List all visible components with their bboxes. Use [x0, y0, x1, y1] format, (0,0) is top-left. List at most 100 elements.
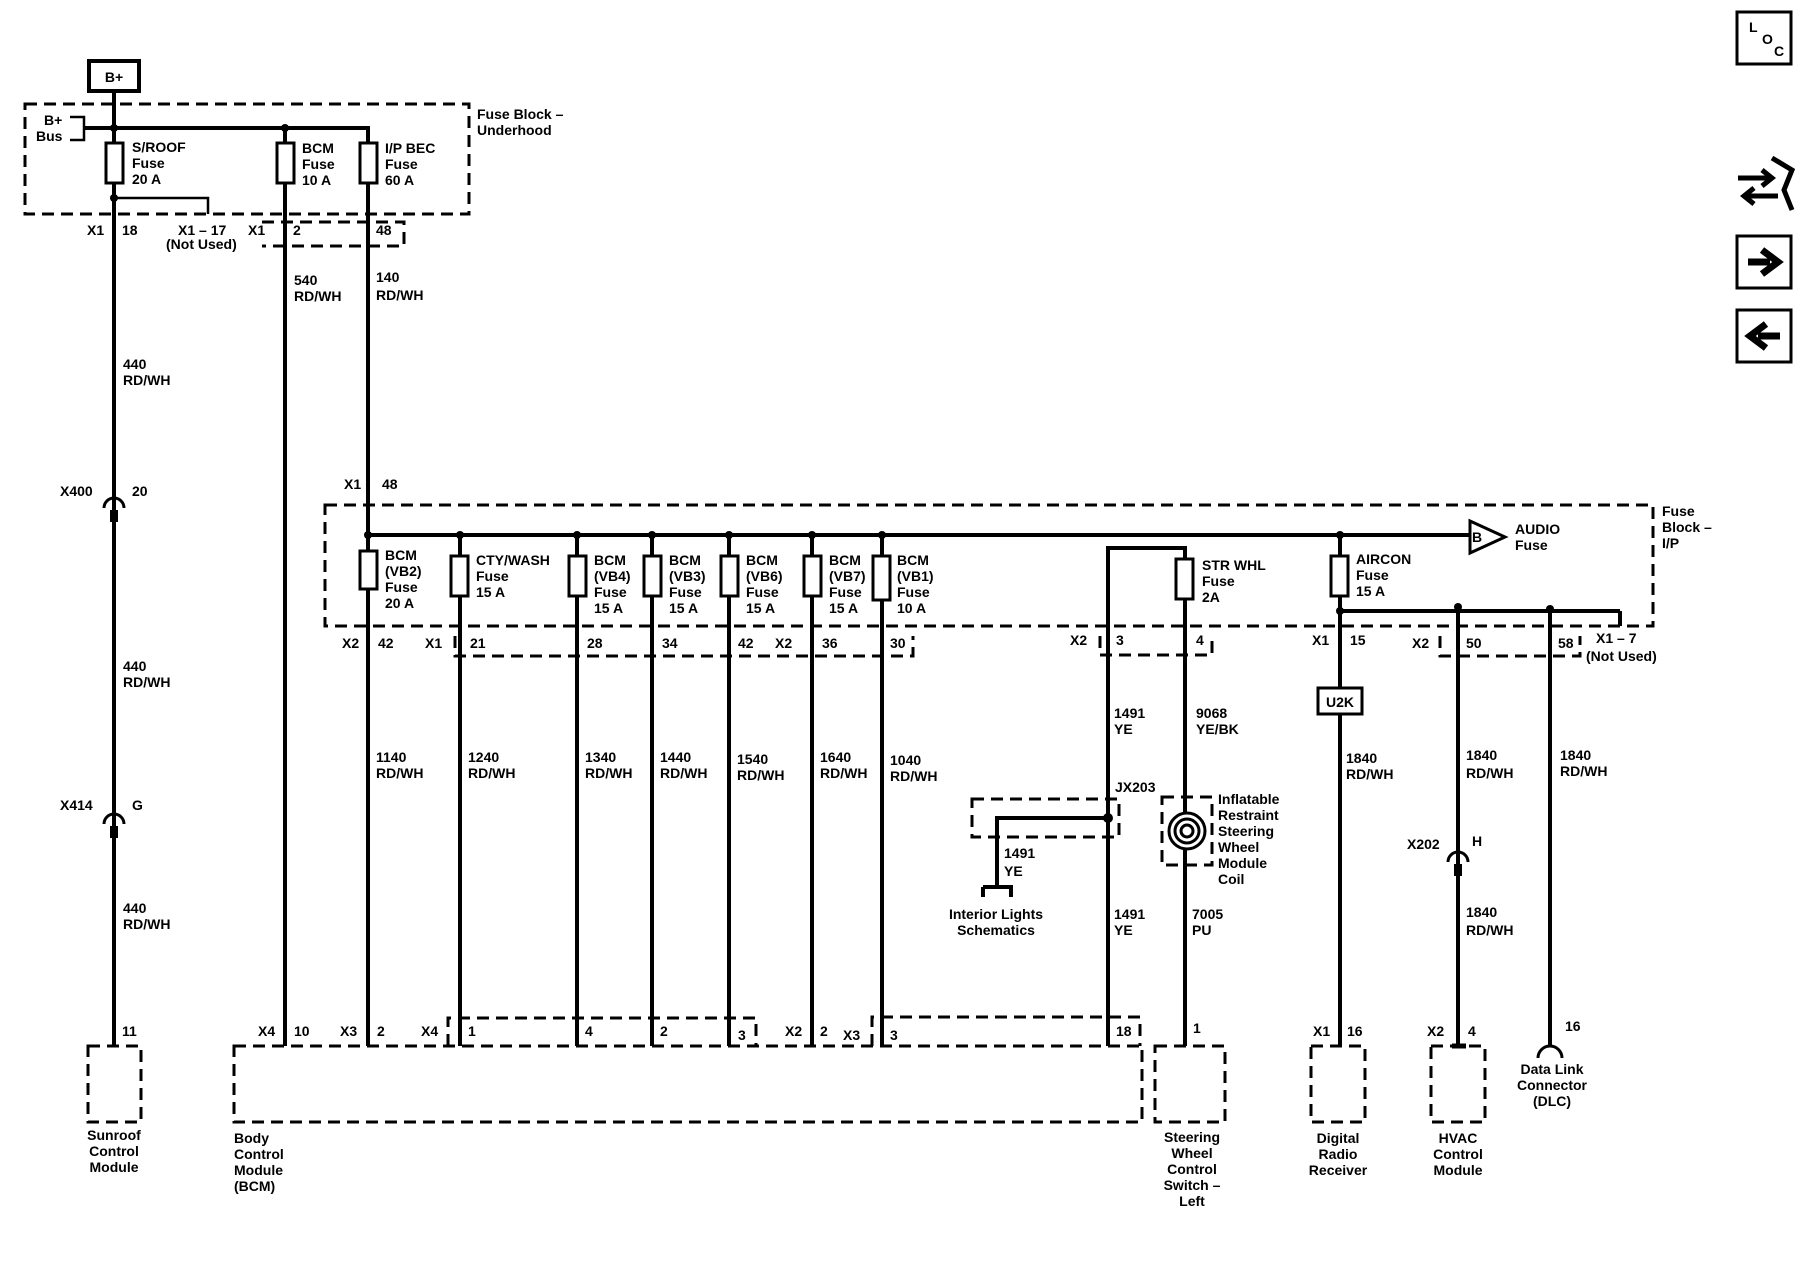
- body-control-module: [232, 1044, 1144, 1124]
- location-view-button[interactable]: L O C: [1735, 10, 1793, 66]
- svg-text:11: 11: [122, 1023, 137, 1039]
- fuse-aircon: [1329, 554, 1350, 598]
- fuse-bcm-vb2: [358, 549, 379, 591]
- arrow-right-icon: [1748, 247, 1784, 277]
- connector-view-button[interactable]: [1738, 155, 1796, 211]
- fuse-bcm-vb6: [719, 554, 740, 598]
- svg-text:X202: X202: [1407, 836, 1440, 852]
- svg-text:3: 3: [738, 1027, 746, 1043]
- arrow-left-icon: [1744, 321, 1780, 351]
- svg-text:4: 4: [1196, 632, 1204, 648]
- svg-text:4: 4: [585, 1023, 593, 1039]
- svg-text:48: 48: [382, 476, 398, 492]
- svg-text:X400: X400: [60, 483, 93, 499]
- svg-text:48: 48: [376, 222, 392, 238]
- hvac-control-module: [1429, 1044, 1487, 1124]
- svg-text:X1: X1: [1313, 1023, 1330, 1039]
- svg-text:X1: X1: [248, 222, 265, 238]
- svg-text:C: C: [1774, 43, 1784, 59]
- sunroof-control-module: [86, 1044, 143, 1124]
- svg-text:H: H: [1472, 833, 1482, 849]
- svg-text:50: 50: [1466, 635, 1482, 651]
- svg-text:JX203: JX203: [1115, 779, 1156, 795]
- inline-connector-x202: [1446, 850, 1470, 876]
- svg-text:U2K: U2K: [1326, 694, 1354, 710]
- fuse-str-whl: [1174, 557, 1195, 601]
- svg-text:2: 2: [293, 222, 301, 238]
- fuse-block-ip: [323, 503, 1655, 628]
- svg-text:X2: X2: [785, 1023, 802, 1039]
- svg-text:42: 42: [378, 635, 394, 651]
- svg-text:X4: X4: [258, 1023, 275, 1039]
- svg-text:X1: X1: [425, 635, 442, 651]
- svg-text:X1 – 7: X1 – 7: [1596, 630, 1637, 646]
- svg-text:18: 18: [1116, 1023, 1132, 1039]
- fuse-cty-wash: [449, 554, 470, 598]
- previous-page-button[interactable]: [1735, 308, 1793, 364]
- svg-text:X1: X1: [344, 476, 361, 492]
- inline-connector-x400: [102, 496, 126, 522]
- svg-text:(Not Used): (Not Used): [1586, 648, 1657, 664]
- svg-text:X4: X4: [421, 1023, 438, 1039]
- dlc-terminal: [1536, 1044, 1564, 1059]
- svg-text:15: 15: [1350, 632, 1366, 648]
- fuse-ip-bec: [358, 141, 379, 185]
- fuse-bcm-vb4: [567, 554, 588, 598]
- svg-text:16: 16: [1565, 1018, 1581, 1034]
- svg-text:2: 2: [660, 1023, 668, 1039]
- svg-text:2: 2: [820, 1023, 828, 1039]
- svg-text:X2: X2: [1070, 632, 1087, 648]
- audio-fuse-ref: [1468, 518, 1509, 556]
- svg-text:X1: X1: [87, 222, 104, 238]
- svg-text:B: B: [1472, 529, 1482, 545]
- svg-text:42: 42: [738, 635, 754, 651]
- next-page-button[interactable]: [1735, 234, 1793, 290]
- steering-wheel-coil-box: [1160, 795, 1214, 867]
- svg-text:16: 16: [1347, 1023, 1363, 1039]
- svg-text:(Not Used): (Not Used): [166, 236, 237, 252]
- svg-text:X2: X2: [342, 635, 359, 651]
- u2k-option-box: [1316, 686, 1364, 716]
- svg-text:3: 3: [890, 1027, 898, 1043]
- fuse-bcm-vb3: [642, 554, 663, 598]
- svg-text:10: 10: [294, 1023, 310, 1039]
- svg-text:L: L: [1749, 19, 1758, 35]
- steering-wheel-control-switch-left: [1153, 1044, 1227, 1124]
- battery-label: B+: [105, 69, 123, 85]
- inline-connector-x414: [102, 812, 126, 838]
